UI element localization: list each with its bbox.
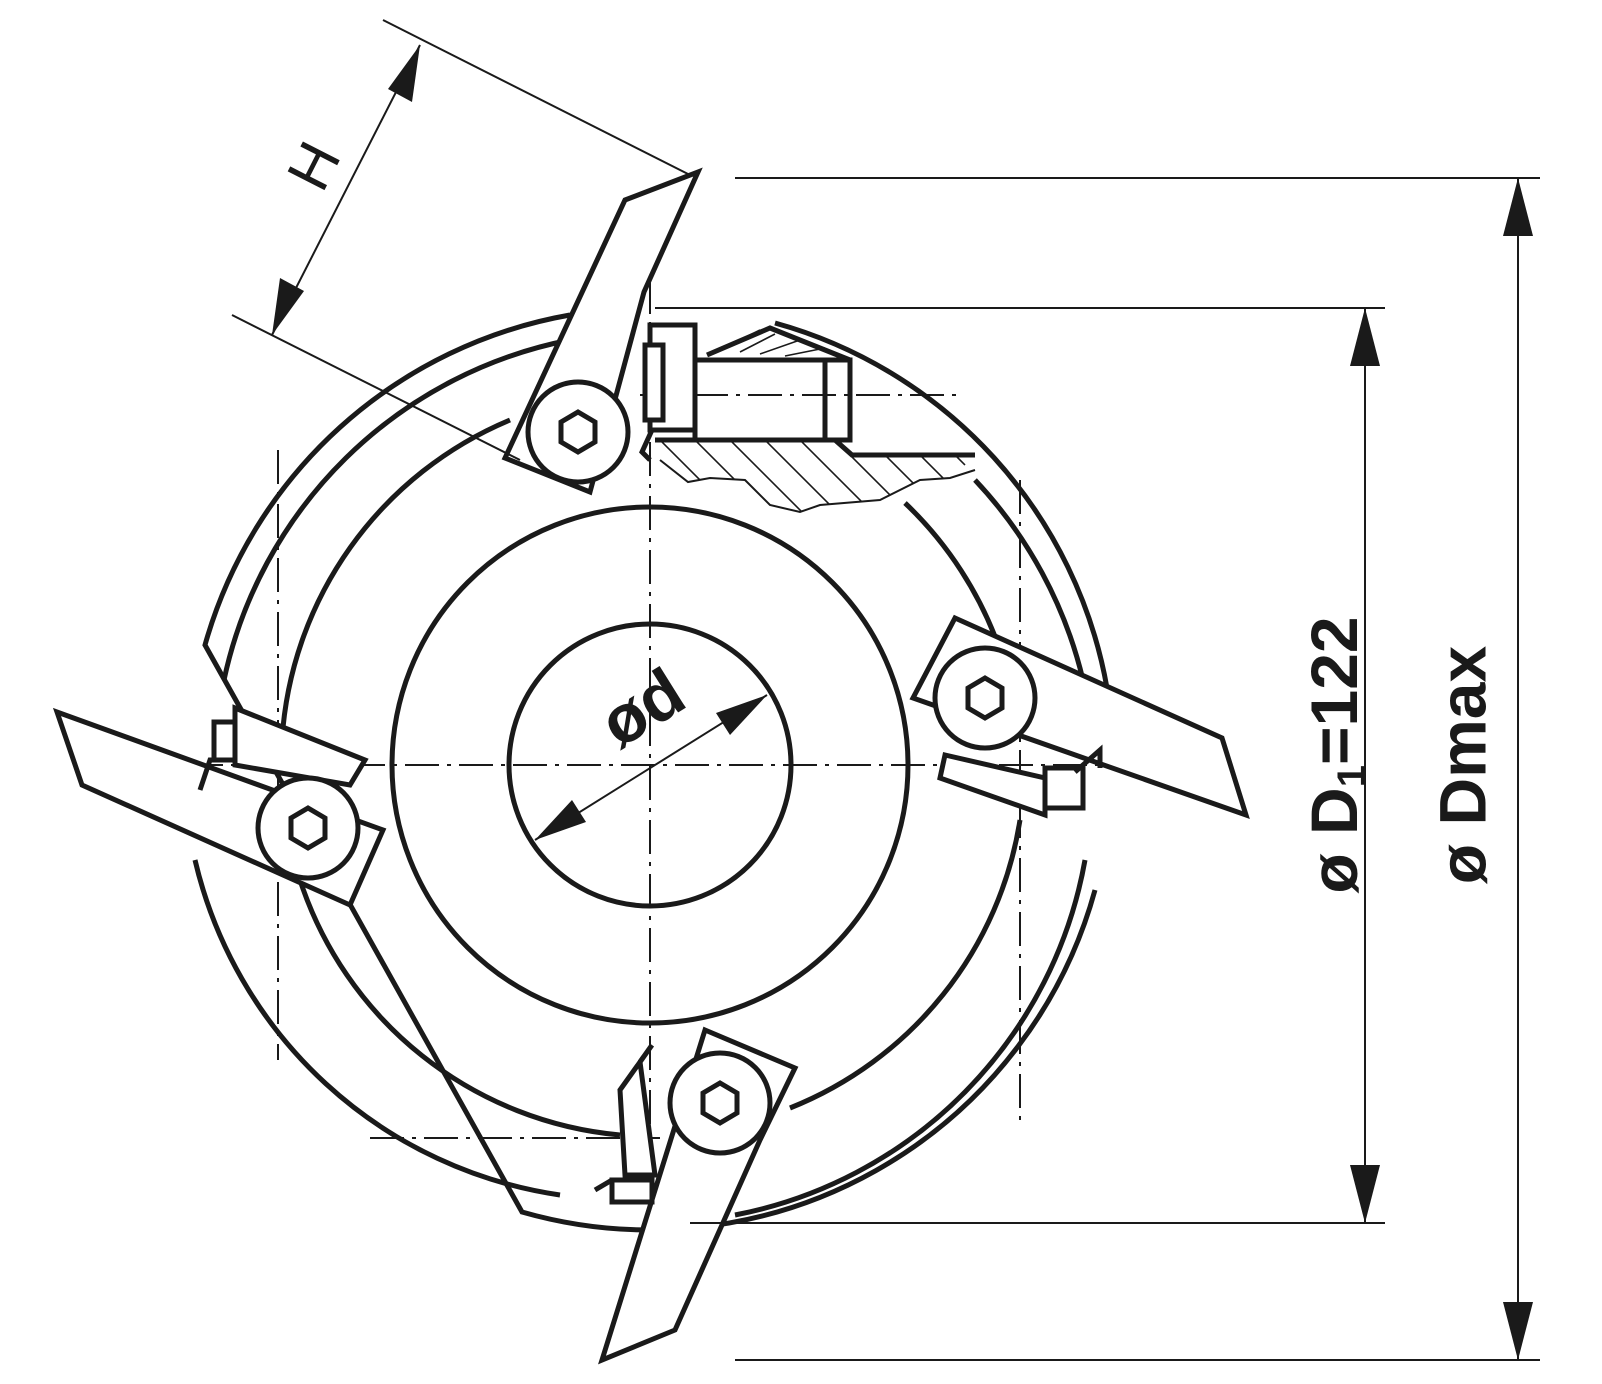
knife-left xyxy=(52,704,387,909)
knife-left-step xyxy=(197,757,235,791)
wedge-bottom-1 xyxy=(617,1055,658,1178)
wedge-right-1 xyxy=(937,751,1048,819)
outer-rim-inner xyxy=(192,337,1088,1218)
knife-top-edge xyxy=(639,428,655,462)
hub-circle xyxy=(389,504,911,1026)
hex-socket-screw-icon xyxy=(288,805,328,851)
label-d1: ø D1=122 xyxy=(1297,616,1373,893)
inner-shoulder-circle xyxy=(279,417,1023,1138)
knife-bottom-step xyxy=(593,1043,655,1193)
extension-line-h-bottom xyxy=(231,314,521,461)
wedge-top-2 xyxy=(642,342,666,423)
dimension-arrowhead-icon xyxy=(1350,1165,1380,1223)
label-d: ød xyxy=(587,653,698,761)
hex-socket-screw-icon xyxy=(558,409,598,455)
knife-right-step xyxy=(1073,744,1103,774)
hex-socket-screw-icon xyxy=(965,675,1005,721)
dimension-arrowhead-icon xyxy=(716,695,767,735)
section-hatch-top xyxy=(719,329,826,357)
dimension-arrowhead-icon xyxy=(535,800,586,840)
dimension-arrowhead-icon xyxy=(272,278,304,335)
wedge-bottom-2 xyxy=(609,1177,655,1205)
dimension-arrowhead-icon xyxy=(1503,1302,1533,1360)
dimension-line-h xyxy=(271,44,421,336)
label-dmax: ø Dmax xyxy=(1425,646,1499,885)
knife-bottom xyxy=(593,1026,799,1365)
wedge-right-2 xyxy=(1042,765,1086,811)
dimension-d1: ø D1=122 xyxy=(655,307,1385,1224)
cutter-body xyxy=(192,312,1110,1233)
knife-top xyxy=(501,167,703,496)
section-hatching xyxy=(655,440,975,512)
wedge-left-2 xyxy=(232,704,369,788)
outer-rim-outer xyxy=(202,312,1110,1233)
knife-right xyxy=(909,614,1250,820)
dimension-arrowhead-icon xyxy=(388,45,420,102)
bore-circle xyxy=(506,621,794,909)
dimension-arrowhead-icon xyxy=(1503,178,1533,236)
label-h: H xyxy=(274,131,353,200)
dimension-d: ød xyxy=(534,653,768,841)
dimension-arrowhead-icon xyxy=(1350,308,1380,366)
extension-line-h-top xyxy=(382,19,691,176)
section-top-edge xyxy=(706,325,853,440)
dimension-dmax: ø Dmax xyxy=(735,177,1540,1361)
hex-socket-screw-icon xyxy=(700,1080,740,1126)
section-break-line xyxy=(659,459,976,514)
